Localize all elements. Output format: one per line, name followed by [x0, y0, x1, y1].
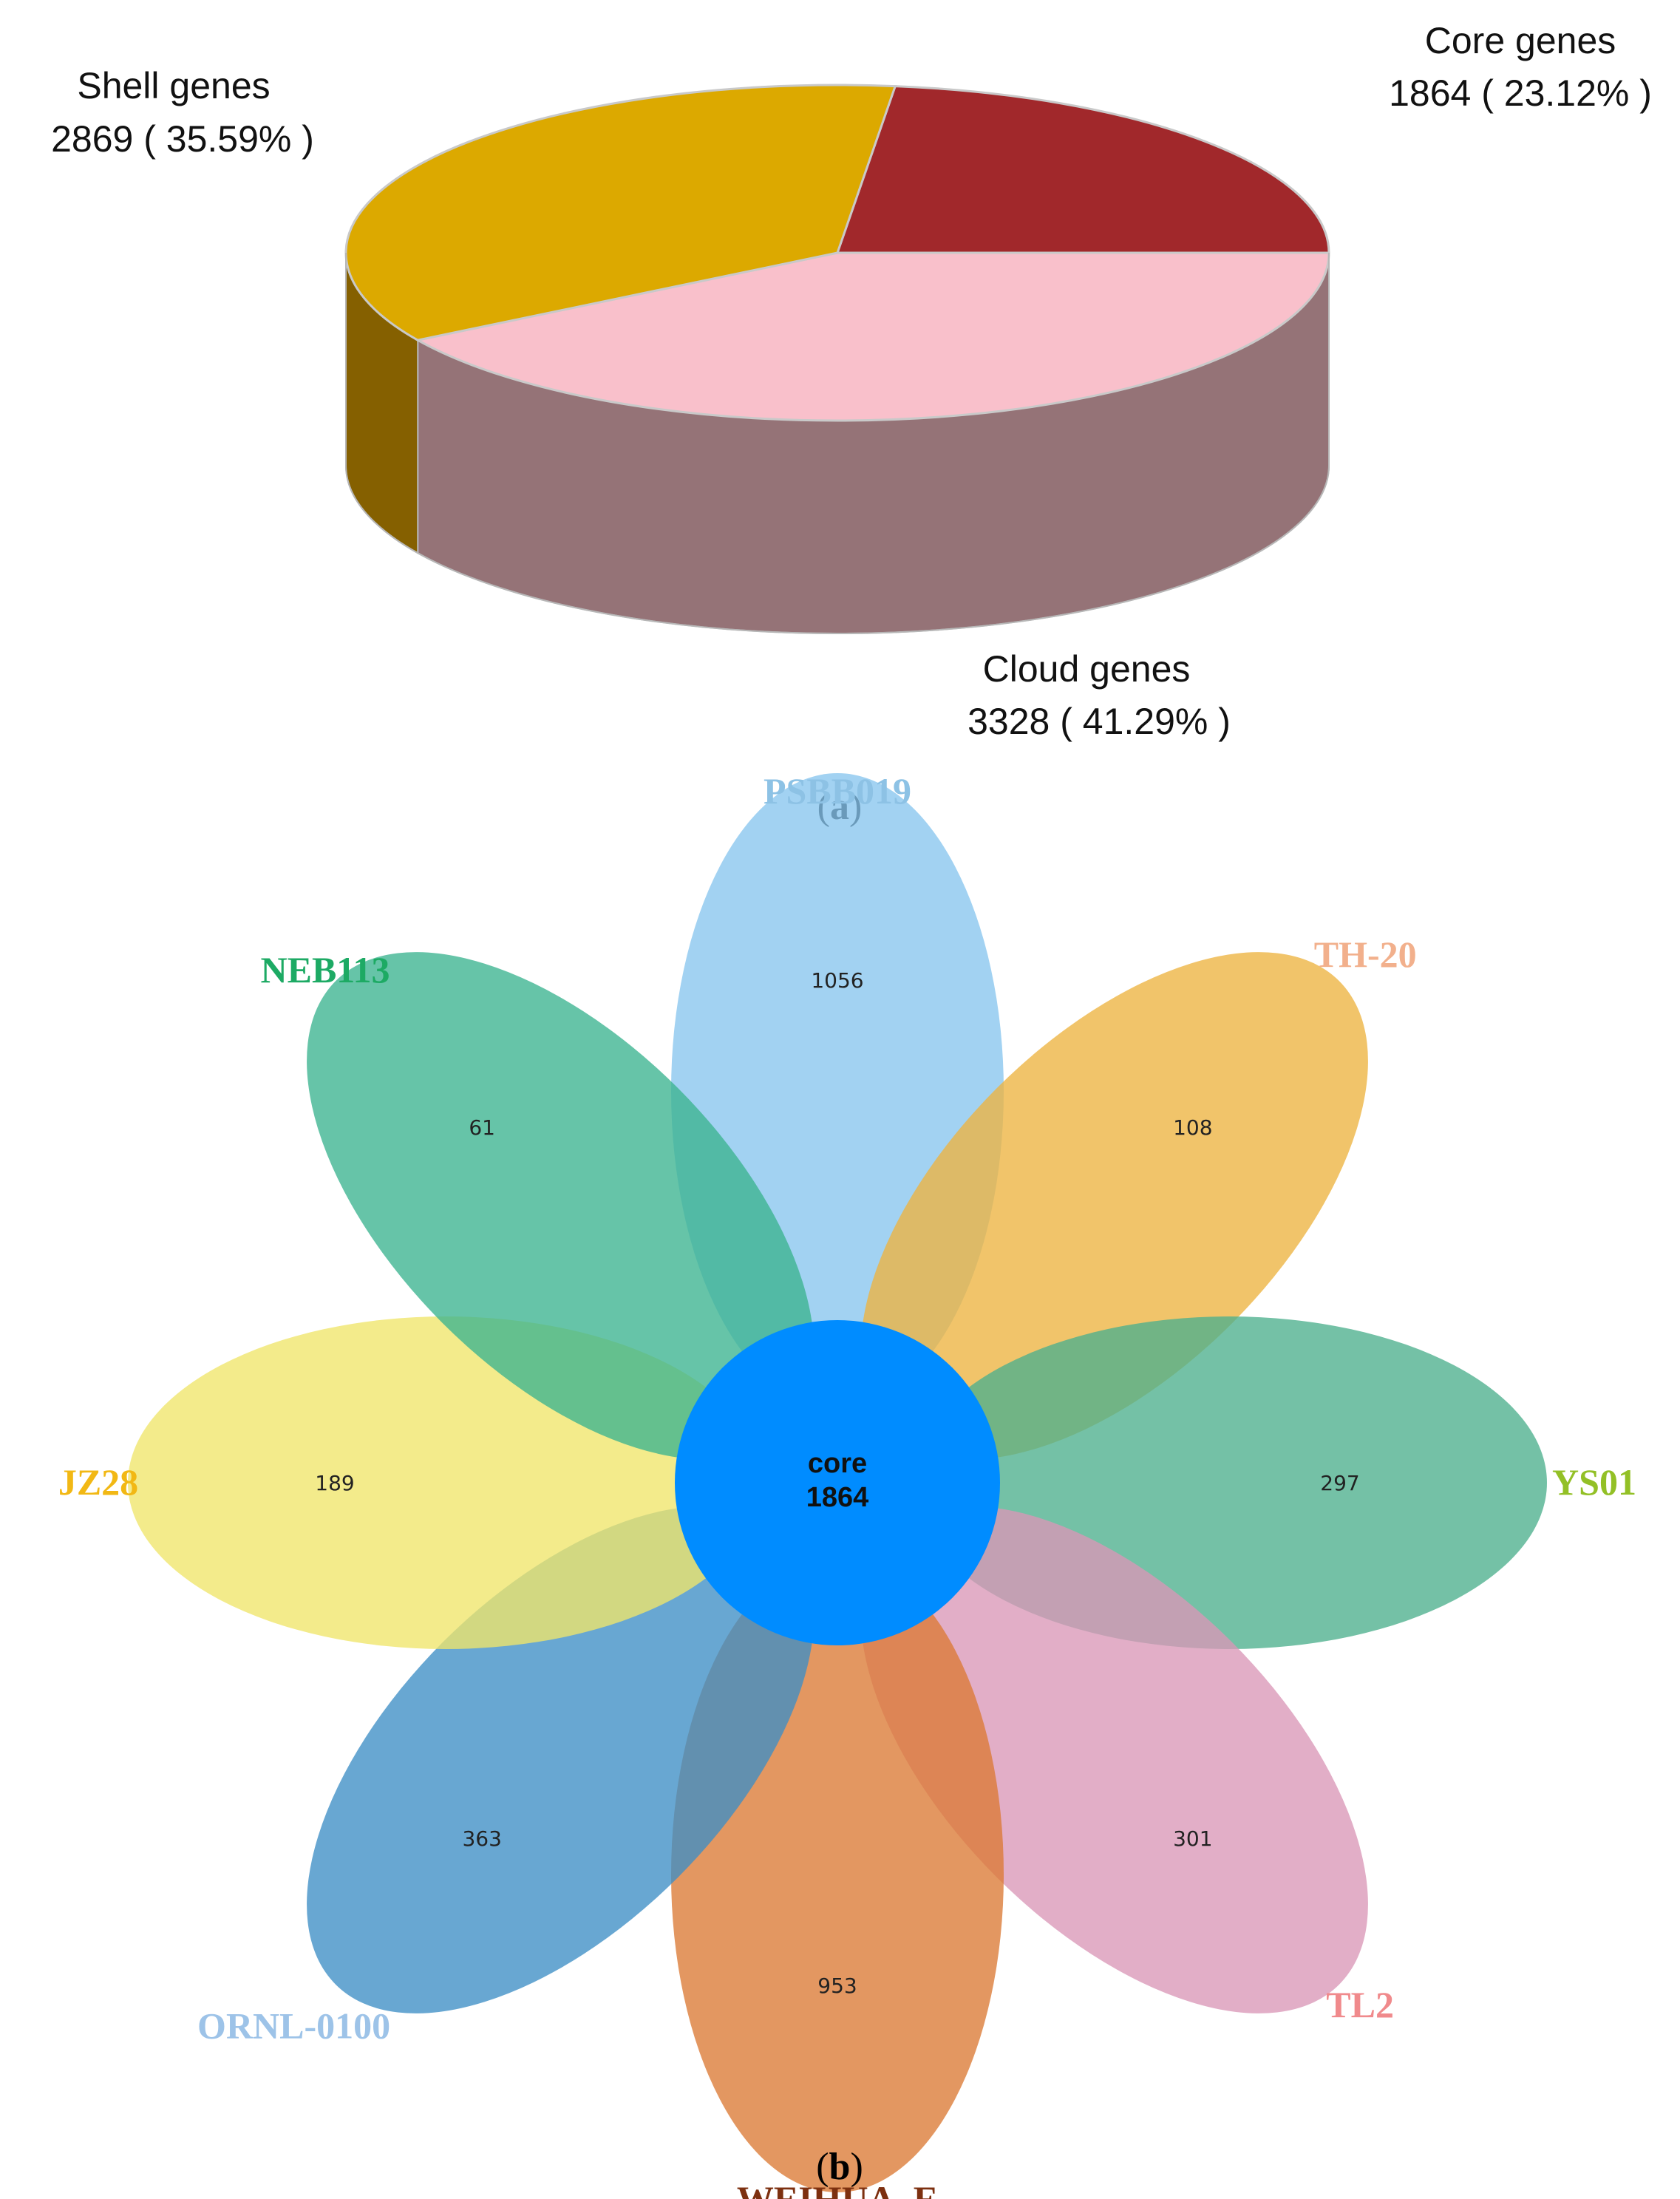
venn-count-weihua_e: 953 [817, 1974, 857, 1998]
pie-chart-panel: Core genes 1864 ( 23.12% ) Shell genes 2… [51, 20, 1652, 828]
venn-diagram-panel: 1056 108 297 301 953 363 189 61 PSBB019TH-20YS0… [58, 770, 1636, 2199]
pie-slice-core-genes [835, 85, 1330, 254]
venn-label-ornl-0100: ORNL-0100 [197, 2005, 390, 2046]
core-circle [675, 1320, 1000, 1645]
cloud-genes-value: 3328 ( 41.29% ) [967, 701, 1231, 742]
pie-outline [345, 253, 1330, 634]
venn-label-th-20: TH-20 [1314, 934, 1417, 975]
pie-top-faces [344, 84, 1330, 422]
panel-b-letter: b [829, 2146, 851, 2188]
venn-petal-th-20 [860, 952, 1368, 1460]
shell-genes-value: 2869 ( 35.59% ) [51, 118, 314, 160]
cloud-genes-label: Cloud genes [983, 648, 1191, 690]
venn-label-weihua_e: WEIHUA_E [737, 2178, 938, 2199]
venn-label-jz28: JZ28 [58, 1461, 138, 1503]
core-genes-value: 1864 ( 23.12% ) [1389, 72, 1652, 114]
venn-count-neb113: 61 [469, 1115, 495, 1140]
core-value: 1864 [806, 1482, 869, 1513]
venn-label-ys01: YS01 [1552, 1461, 1636, 1503]
venn-label-psbb019: PSBB019 [764, 770, 911, 812]
shell-genes-label: Shell genes [77, 65, 270, 106]
venn-count-ornl-0100: 363 [462, 1826, 501, 1851]
core-label: core [808, 1448, 867, 1479]
core-genes-label: Core genes [1425, 20, 1616, 61]
venn-label-tl2: TL2 [1326, 1984, 1394, 2025]
venn-count-th-20: 108 [1173, 1115, 1212, 1140]
venn-count-psbb019: 1056 [811, 968, 863, 993]
venn-count-tl2: 301 [1173, 1826, 1212, 1851]
venn-petals [128, 773, 1547, 2192]
venn-petal-tl2 [860, 1506, 1368, 2013]
pie-slice-shell-genes [344, 84, 897, 341]
pie-edges [345, 253, 1330, 634]
venn-unique-counts: 1056 108 297 301 953 363 189 61 [315, 968, 1359, 1998]
pie-slice-cloud-genes [414, 251, 1330, 422]
venn-count-ys01: 297 [1320, 1471, 1359, 1495]
panel-b-label: (b) [816, 2146, 863, 2188]
venn-label-neb113: NEB113 [261, 949, 390, 990]
venn-petal-neb113 [307, 952, 815, 1460]
venn-petal-ornl-0100 [307, 1506, 815, 2013]
venn-count-jz28: 189 [315, 1471, 354, 1495]
